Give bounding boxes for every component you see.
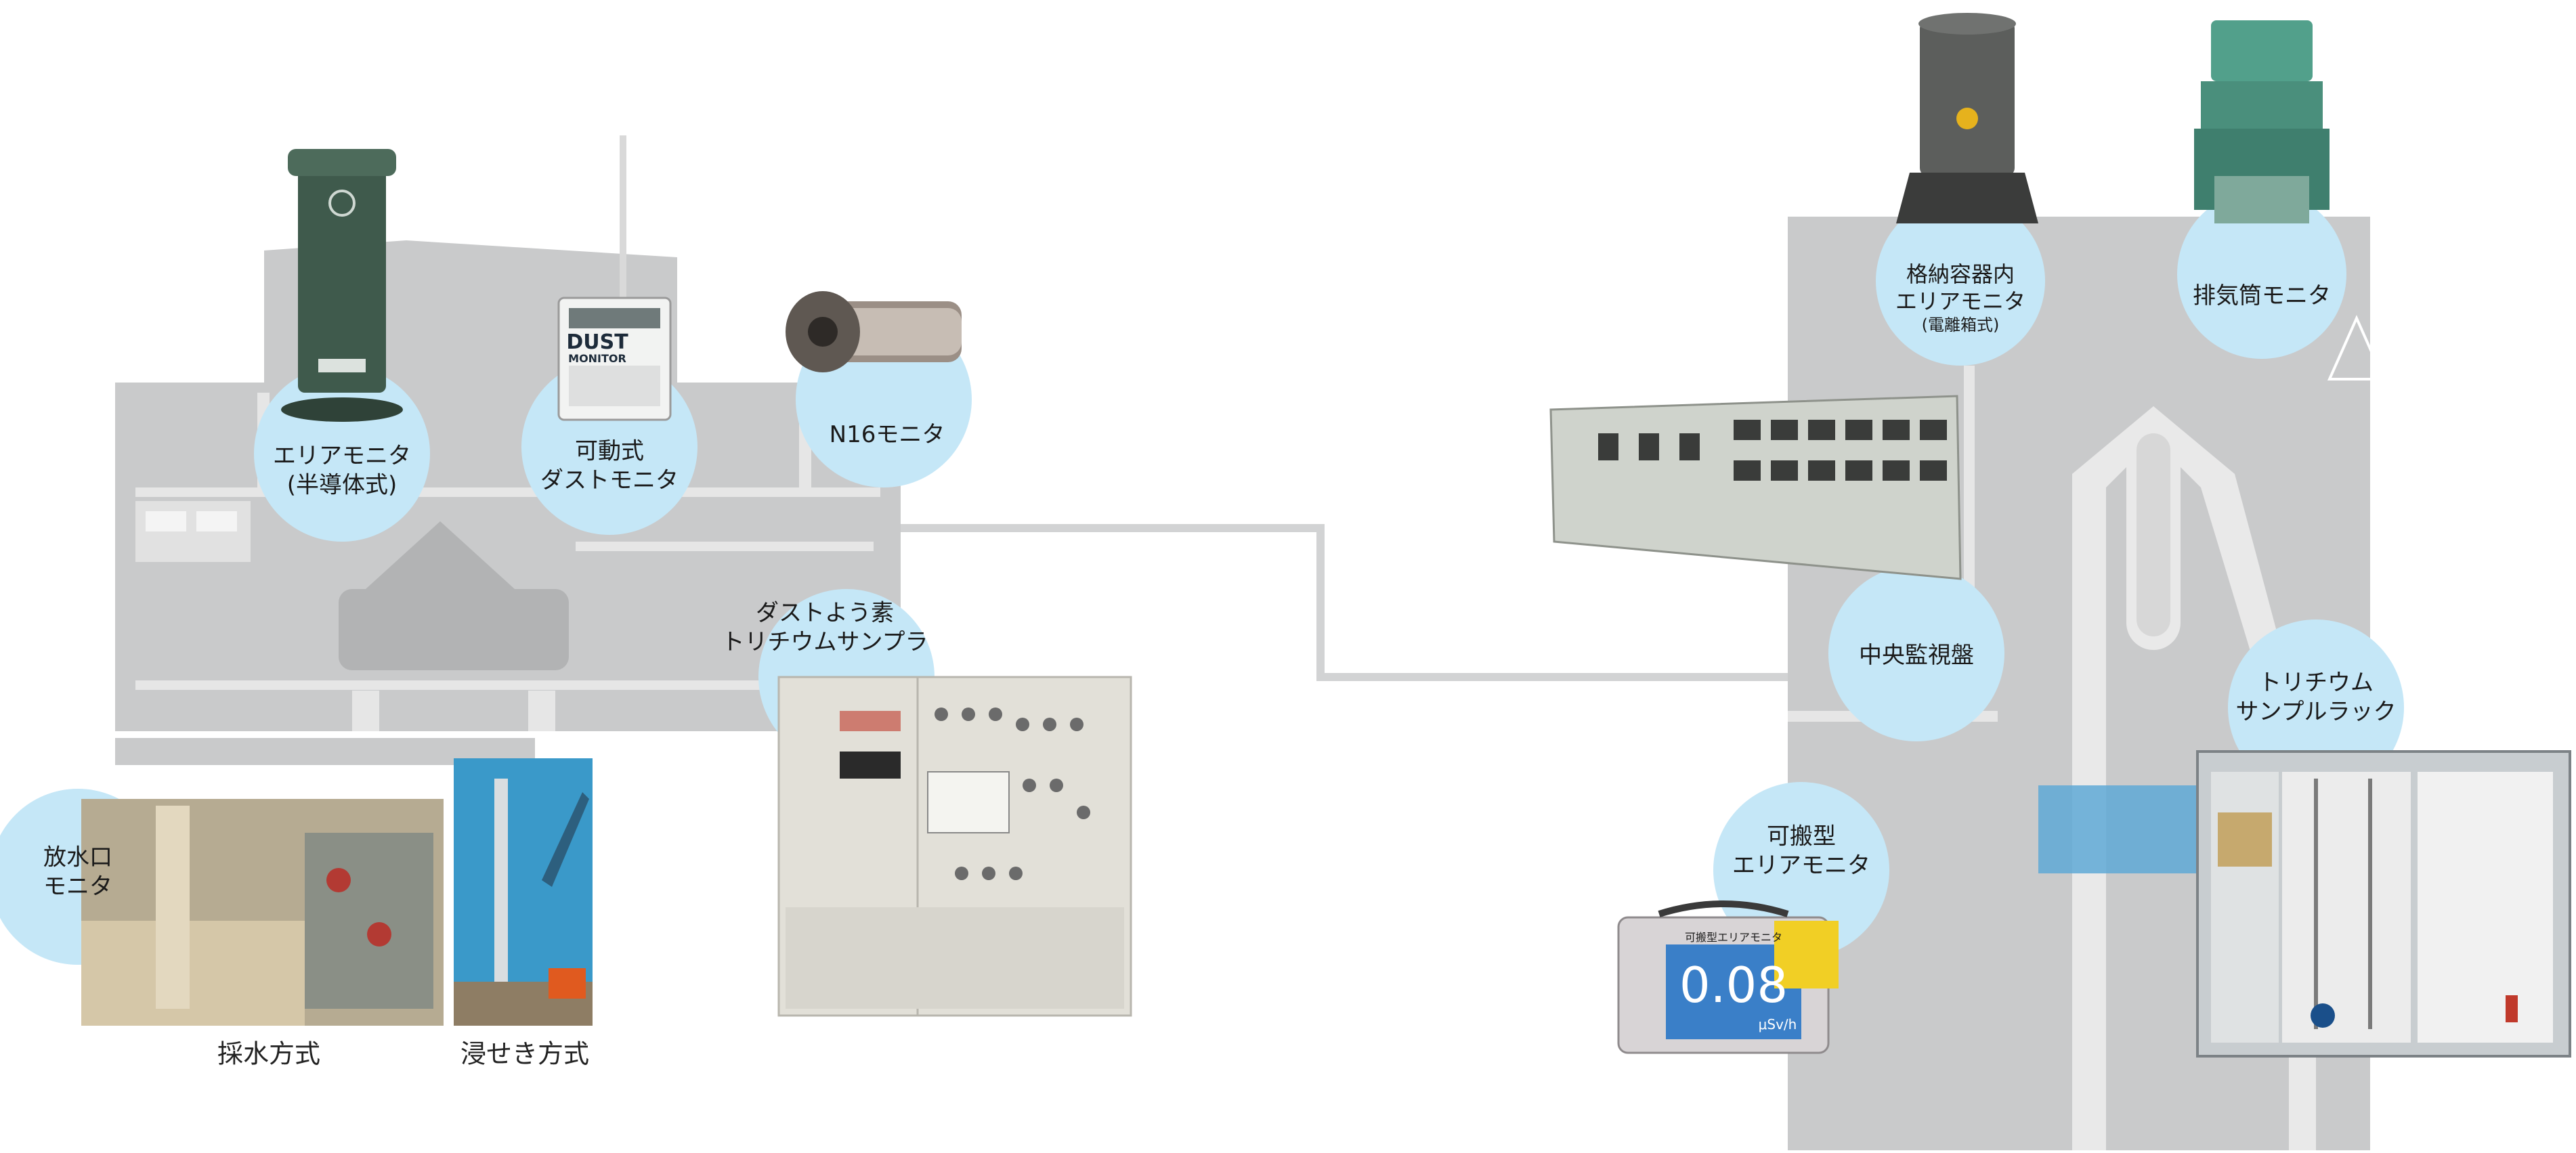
label-iodine-sampler: ダストよう素 トリチウムサンプラ <box>722 599 928 657</box>
label-central-panel: 中央監視盤 <box>1859 641 1974 670</box>
portable-unit-text: μSv/h <box>1759 1016 1797 1032</box>
label-line: (半導体式) <box>286 471 398 498</box>
stack-monitor-image <box>2194 20 2330 223</box>
label-line: ダストよう素 <box>755 599 894 627</box>
containment-area-monitor-image <box>1896 13 2038 223</box>
label-containment-area: 格納容器内 エリアモニタ (電離箱式) <box>1895 261 2025 335</box>
n16-monitor-image <box>786 291 962 372</box>
label-line: 格納容器内 <box>1906 261 2015 287</box>
bubble-portable-area <box>1713 782 1889 958</box>
mini-panel-icon <box>135 501 251 562</box>
portable-header-text: 可搬型エリアモニタ <box>1685 931 1782 944</box>
central-panel-image <box>1549 395 1962 580</box>
label-outlet-monitor: 放水口 モニタ <box>43 844 112 901</box>
dust-sub-text: MONITOR <box>568 352 626 365</box>
label-tritium-rack: トリチウム サンプルラック <box>2236 669 2397 726</box>
label-line: (電離箱式) <box>1921 316 2000 334</box>
label-line: ダストモニタ <box>540 466 679 494</box>
label-line: エリアモニタ <box>1895 288 2026 314</box>
bubble-central-panel <box>1828 565 2004 741</box>
dust-monitor-image <box>557 135 672 421</box>
label-line: エリアモニタ <box>1732 852 1870 879</box>
dust-brand-text: DUST <box>566 330 628 354</box>
label-line: 放水口 <box>43 844 112 871</box>
label-line: サンプルラック <box>2235 698 2397 725</box>
bubble-containment-area <box>1876 196 2045 366</box>
area-monitor-semi-image <box>281 149 403 422</box>
label-line: モニタ <box>43 873 112 900</box>
caption-sampling: 採水方式 <box>217 1039 321 1069</box>
immersion-system-image <box>454 758 593 1026</box>
label-line: N16モニタ <box>829 420 945 448</box>
caption-immersion: 浸せき方式 <box>460 1039 590 1069</box>
label-portable-area: 可搬型 エリアモニタ <box>1732 823 1870 880</box>
label-stack-monitor: 排気筒モニタ <box>2193 282 2331 311</box>
label-n16-monitor: N16モニタ <box>830 420 945 450</box>
label-line: エリアモニタ <box>273 442 411 470</box>
label-line: 可搬型 <box>1767 823 1836 850</box>
sampling-system-image <box>81 799 444 1026</box>
portable-area-monitor-image <box>1617 900 1839 1054</box>
tritium-rack-image <box>2196 750 2571 1058</box>
bubble-stack-monitor <box>2177 190 2346 359</box>
connecting-pipe <box>901 524 1788 681</box>
iodine-sampler-image <box>777 676 1132 1017</box>
label-line: 中央監視盤 <box>1859 641 1974 669</box>
label-line: トリチウムサンプラ <box>721 628 928 655</box>
label-area-monitor-semi: エリアモニタ (半導体式) <box>273 442 411 500</box>
label-line: 排気筒モニタ <box>2193 282 2331 309</box>
portable-reading-text: 0.08 <box>1679 957 1788 1014</box>
label-line: トリチウム <box>2258 669 2374 697</box>
label-line: 可動式 <box>575 437 644 465</box>
label-dust-monitor: 可動式 ダストモニタ <box>540 437 679 495</box>
